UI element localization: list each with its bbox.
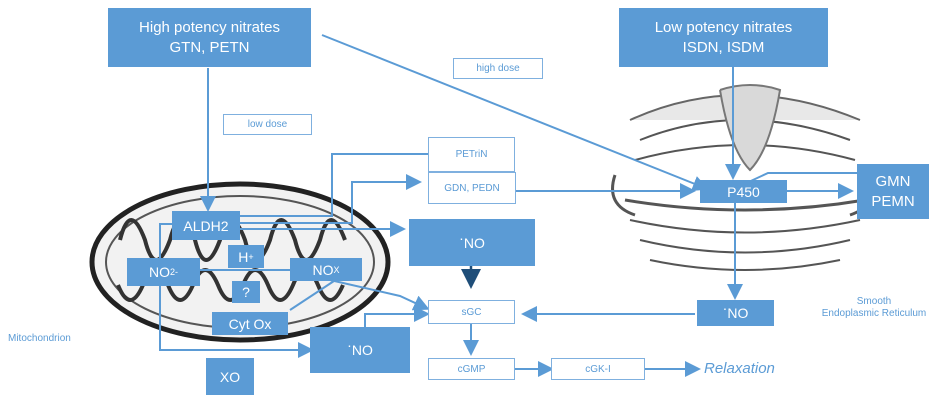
- petrin-box: PETriN: [428, 137, 515, 172]
- smooth-er-line2: Endoplasmic Reticulum: [822, 308, 927, 320]
- question-box: ?: [232, 281, 260, 303]
- cyt-ox-box: Cyt Ox: [212, 312, 288, 335]
- no2-label: NO: [149, 264, 170, 280]
- no2-sup: -: [175, 267, 178, 277]
- high-potency-nitrates-box: High potency nitrates GTN, PETN: [108, 8, 311, 67]
- gdn-pedn-box: GDN, PEDN: [428, 172, 516, 204]
- er-no-label: NO: [727, 305, 748, 321]
- gmn-pemn-box: GMN PEMN: [857, 164, 929, 219]
- mito-no-label: NO: [464, 235, 485, 251]
- cgmp-box: cGMP: [428, 358, 515, 380]
- gmn-label: GMN: [876, 172, 911, 192]
- xo-no-label: NO: [352, 342, 373, 358]
- high-potency-drugs: GTN, PETN: [169, 38, 249, 58]
- mito-no-box: ·NO: [409, 219, 535, 266]
- h-plus-label: H: [238, 249, 248, 265]
- p450-box: P450: [700, 180, 787, 203]
- cgk-box: cGK-I: [551, 358, 645, 380]
- low-dose-label: low dose: [223, 114, 312, 135]
- h-plus-box: H+: [228, 245, 264, 268]
- xo-no-box: ·NO: [310, 327, 410, 373]
- smooth-er-label: Smooth Endoplasmic Reticulum: [810, 292, 938, 323]
- low-potency-title: Low potency nitrates: [655, 18, 793, 38]
- aldh2-box: ALDH2: [172, 211, 240, 240]
- nox-sub: X: [333, 265, 339, 275]
- mitochondrion-label: Mitochondrion: [8, 333, 71, 344]
- er-no-box: ·NO: [697, 300, 774, 326]
- h-plus-sup: +: [248, 252, 253, 262]
- nox-label: NO: [312, 262, 333, 278]
- high-potency-title: High potency nitrates: [139, 18, 280, 38]
- low-potency-drugs: ISDN, ISDM: [683, 38, 765, 58]
- high-dose-label: high dose: [453, 58, 543, 79]
- smooth-er-line1: Smooth: [857, 296, 891, 308]
- sgc-box: sGC: [428, 300, 515, 324]
- xo-box: XO: [206, 358, 254, 395]
- low-potency-nitrates-box: Low potency nitrates ISDN, ISDM: [619, 8, 828, 67]
- relaxation-label: Relaxation: [704, 360, 775, 377]
- pemn-label: PEMN: [871, 192, 914, 212]
